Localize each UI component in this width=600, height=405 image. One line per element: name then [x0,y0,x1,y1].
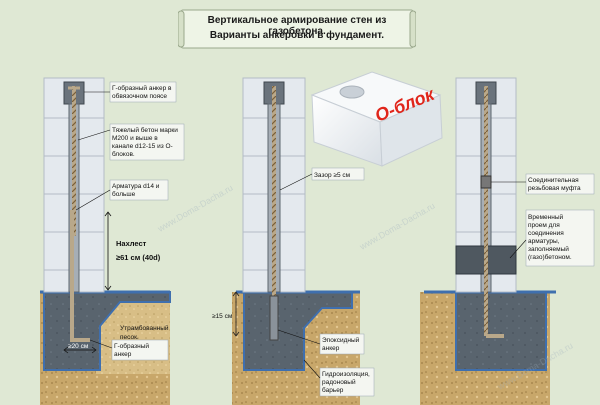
scroll-frame [178,9,416,49]
label-waterproof-3: барьер [322,386,344,394]
left-variant [40,77,171,405]
label-dim20: ≥20 см [68,343,89,350]
o-block: О-блок [310,71,443,167]
label-concrete-4: блоков. [112,150,135,158]
label-rebar-1: Арматура d14 и [112,183,160,190]
footing-right [455,291,547,371]
label-anchor-bottom-1: Г-образный [114,342,149,350]
label-opening-1: Временный [528,213,564,221]
label-rebar-2: больше [112,190,136,198]
label-epoxy-1: Эпоксидный [322,336,360,344]
title-line-2: Варианты анкеровки в фундамент. [209,30,385,41]
label-anchor-bottom-2: анкер [114,351,132,358]
label-opening-4: арматуры, [528,238,560,245]
oblock-side [379,94,443,167]
label-gap: Зазор ≥5 см [314,172,351,179]
coupler [480,175,492,189]
label-anchor-belt-2: обвязочном поясе [112,92,167,100]
label-opening-5: заполняемый [528,245,569,253]
rebar-upper-left [72,86,76,236]
label-opening-2: проем для [528,222,560,229]
right-labels: Соединительная резьбовая муфта Временный… [491,173,595,267]
label-epoxy-2: анкер [322,345,340,352]
label-concrete-1: Тяжелый бетон марки [112,126,178,134]
label-opening-6: (газо)бетоном. [528,253,572,261]
label-dim15: ≥15 см [212,313,233,320]
label-opening-3: соединения [528,230,564,237]
epoxy-hole [269,295,279,341]
rebar-right [484,86,488,336]
label-waterproof-1: Гидроизоляция, [322,371,370,378]
label-sand-1: Утрамбованный [120,324,169,332]
label-coupler-1: Соединительная [528,177,579,184]
middle-labels: Зазор ≥5 см ≥15 см Эпоксидный анкер Гидр… [212,167,375,397]
dim15-arrows [232,291,240,337]
label-concrete-2: М200 и выше в [112,135,158,142]
label-overlap-1: Нахлест [116,239,147,248]
title-line-1: Вертикальное армирование стен из газобет… [207,15,387,37]
right-variant [420,77,556,405]
oblock-hole [339,85,365,99]
watermark-2: www.Doma-Dacha.ru [357,201,437,253]
rebar-mid [272,86,276,336]
left-labels: Г-образный анкер в обвязочном поясе Тяже… [63,81,185,361]
label-overlap-2: ≥61 см (40d) [116,253,161,262]
title-scroll: Вертикальное армирование стен из газобет… [178,8,416,50]
label-sand-2: песок. [120,334,139,341]
label-coupler-2: резьбовая муфта [528,184,581,192]
label-concrete-3: канале d12-15 из О- [112,143,173,150]
anchor-l-left [70,210,90,342]
footing-left [43,291,171,371]
label-anchor-belt-1: Г-образный анкер в [112,84,172,92]
label-waterproof-2: радоновый [322,378,356,386]
